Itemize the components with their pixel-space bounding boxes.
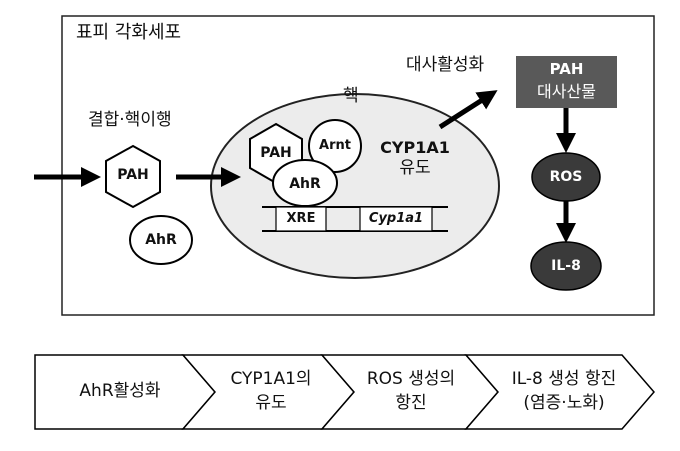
- ahr-free-label: AhR: [145, 232, 177, 248]
- flow-step-4-label-1: IL-8 생성 항진: [511, 369, 617, 389]
- binding-label: 결합·핵이행: [88, 110, 172, 130]
- ahr-free-node: [129, 215, 193, 265]
- activation-label: 대사활성화: [406, 55, 485, 75]
- il8-label: IL-8: [551, 258, 581, 274]
- metabolite-label-1: PAH: [549, 60, 584, 78]
- cyp1a1-gene-box: [359, 206, 433, 232]
- ros-label: ROS: [549, 169, 583, 185]
- flow-step-1-label: AhR활성화: [79, 381, 161, 401]
- complex-ahr-label: AhR: [289, 176, 321, 192]
- complex-arnt-node: [308, 119, 362, 173]
- pah-label: PAH: [117, 167, 149, 183]
- flow-step-4-label-2: (염증·노화): [523, 393, 605, 413]
- metabolite-label-2: 대사산물: [537, 82, 596, 101]
- metabolite-box: [516, 56, 617, 108]
- flow-step-4-shape: [464, 354, 655, 430]
- induction-subtitle: 유도: [399, 158, 431, 178]
- complex-pah-label: PAH: [260, 145, 292, 161]
- nucleus-label: 핵: [343, 86, 359, 106]
- activation-arrow: [438, 90, 498, 130]
- complex-arnt-label: Arnt: [319, 138, 351, 153]
- pah-hexagon: [105, 144, 161, 209]
- xre-box: [275, 206, 327, 232]
- flow-step-3-label-2: 항진: [395, 393, 427, 413]
- nucleus: [210, 93, 500, 279]
- il8-node: [530, 241, 602, 291]
- xre-label: XRE: [286, 211, 316, 226]
- induction-title: CYP1A1: [380, 138, 450, 157]
- flow-step-2-label-2: 유도: [255, 393, 287, 413]
- flow-step-3-label-1: ROS 생성의: [366, 369, 456, 389]
- cyp1a1-gene-label: Cyp1a1: [368, 211, 424, 226]
- flow-step-2-label-1: CYP1A1의: [230, 369, 312, 389]
- cell-title: 표피 각화세포: [76, 22, 182, 43]
